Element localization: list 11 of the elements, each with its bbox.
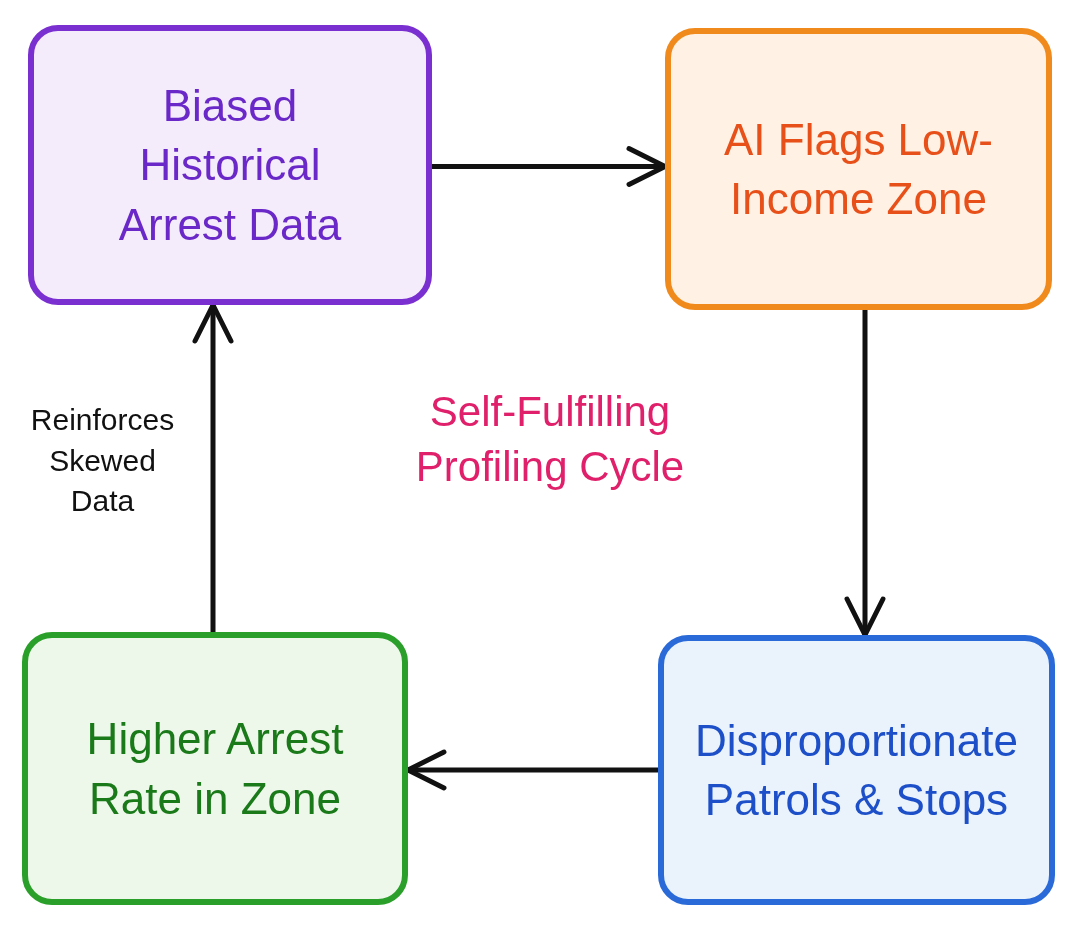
box-label: Disproportionate Patrols & Stops [694,714,1019,826]
cycle-title: Self-Fulfilling Profiling Cycle [414,387,686,492]
process-box [28,25,432,305]
process-box [665,28,1052,310]
arrow [192,302,234,635]
process-box [658,635,1055,905]
box-label: AI Flags Low-Income Zone [723,113,994,225]
process-box [22,632,408,905]
box-label: Biased Historical Arrest Data [117,79,343,251]
arrow [844,307,886,638]
box-label: Higher Arrest Rate in Zone [85,713,345,825]
